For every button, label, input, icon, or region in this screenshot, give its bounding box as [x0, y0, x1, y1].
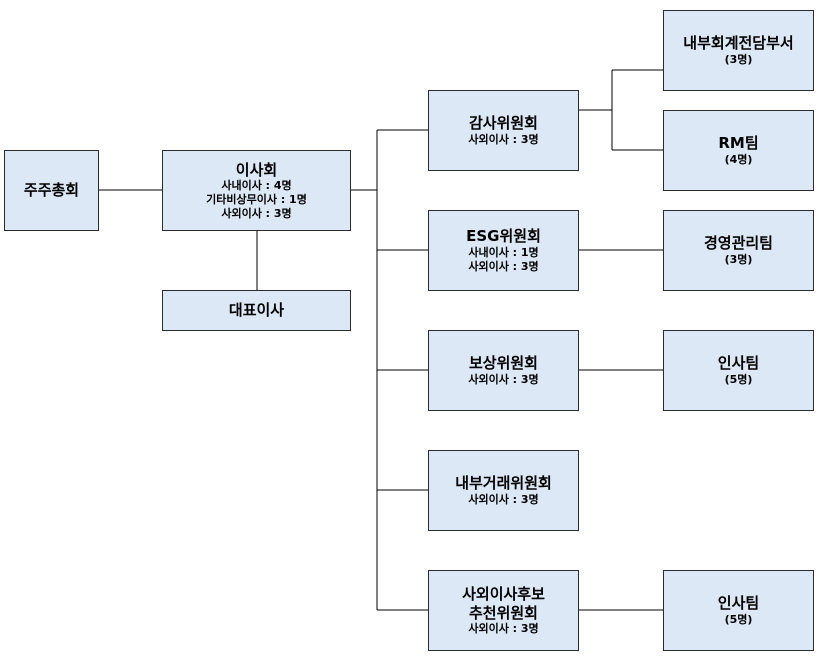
node-mgmt-team: 경영관리팀 (3명) [663, 210, 814, 291]
node-title: 대표이사 [228, 301, 285, 320]
node-title: 경영관리팀 [703, 234, 773, 253]
node-detail: 사외이사 : 3명 [468, 133, 539, 146]
node-detail: 사외이사 : 3명 [468, 622, 539, 636]
node-related-party-committee: 내부거래위원회 사외이사 : 3명 [428, 450, 579, 531]
node-detail: (3명) [724, 53, 753, 66]
node-title: 내부거래위원회 [455, 474, 552, 493]
node-esg-committee: ESG위원회 사내이사 : 1명 사외이사 : 3명 [428, 210, 579, 291]
node-title: ESG위원회 [466, 227, 541, 246]
node-title: RM팀 [718, 134, 759, 153]
node-title: 주주총회 [23, 181, 80, 200]
node-detail: 사내이사 : 1명 [468, 246, 539, 260]
node-detail: 사외이사 : 3명 [468, 373, 539, 386]
node-detail: (3명) [724, 253, 753, 266]
node-title: 사외이사후보 [462, 584, 545, 603]
node-audit-committee: 감사위원회 사외이사 : 3명 [428, 90, 579, 171]
node-title: 인사팀 [717, 594, 760, 613]
node-title: 내부회계전담부서 [683, 34, 794, 53]
node-compensation-committee: 보상위원회 사외이사 : 3명 [428, 330, 579, 411]
node-board: 이사회 사내이사 : 4명 기타비상무이사 : 1명 사외이사 : 3명 [162, 150, 351, 231]
node-rm-team: RM팀 (4명) [663, 110, 814, 191]
node-detail: 사외이사 : 3명 [468, 493, 539, 506]
node-internal-accounting: 내부회계전담부서 (3명) [663, 10, 814, 91]
node-ceo: 대표이사 [162, 290, 351, 331]
node-detail: 사외이사 : 3명 [468, 259, 539, 273]
node-hr-team-2: 인사팀 (5명) [663, 570, 814, 651]
node-detail: 사외이사 : 3명 [221, 206, 292, 220]
node-detail: (4명) [724, 153, 753, 166]
node-detail: 기타비상무이사 : 1명 [206, 193, 307, 206]
node-title: 보상위원회 [468, 354, 538, 373]
node-title: 인사팀 [717, 354, 760, 373]
node-title: 이사회 [235, 160, 278, 179]
node-detail: (5명) [724, 373, 753, 386]
node-title: 감사위원회 [468, 114, 538, 133]
node-nomination-committee: 사외이사후보 추천위원회 사외이사 : 3명 [428, 570, 579, 651]
node-hr-team-1: 인사팀 (5명) [663, 330, 814, 411]
node-detail: (5명) [724, 613, 753, 626]
node-detail: 사내이사 : 4명 [221, 179, 292, 193]
node-shareholders: 주주총회 [4, 150, 99, 231]
node-title: 추천위원회 [468, 603, 538, 622]
